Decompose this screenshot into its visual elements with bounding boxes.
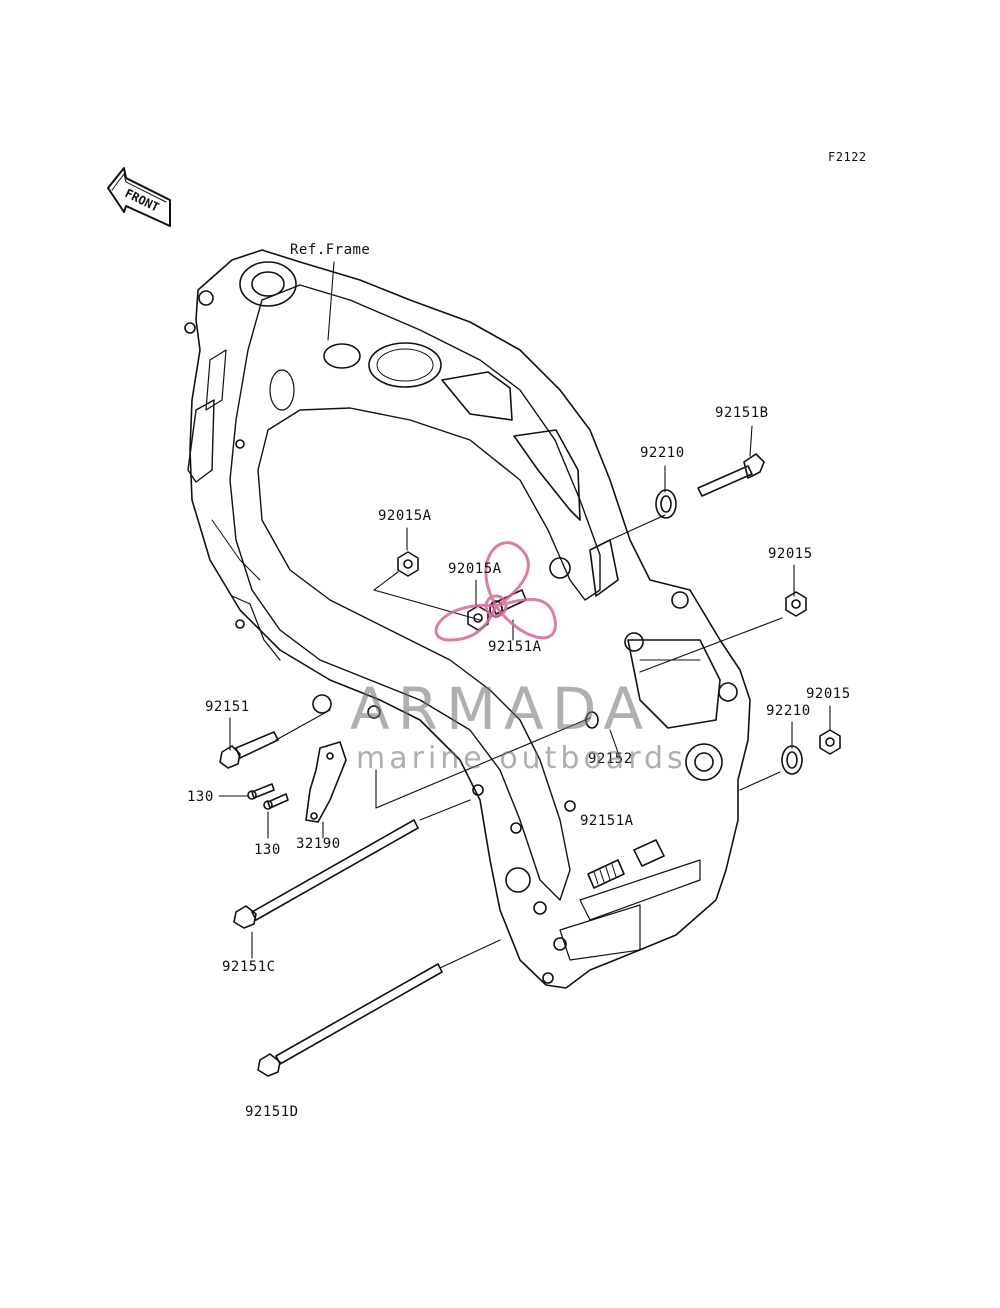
- part-label-92151A: 92151A: [488, 639, 542, 655]
- frame-reference-label: Ref.Frame: [290, 242, 371, 258]
- bolt-130-upper-icon: [247, 783, 275, 800]
- bolt-92151B-icon: [697, 453, 765, 497]
- part-label-92210: 92210: [640, 445, 685, 461]
- part-label-92151A-lower: 92151A: [580, 813, 634, 829]
- part-label-92015A: 92015A: [378, 508, 432, 524]
- part-label-92151: 92151: [205, 699, 250, 715]
- collar-92210-icon: [655, 489, 677, 519]
- part-label-130-lower: 130: [254, 842, 281, 858]
- part-label-92152: 92152: [588, 751, 633, 767]
- bolt-92151-icon: [219, 731, 279, 769]
- nut-92015A-icon: [397, 551, 419, 577]
- bolt-92151D-icon: [257, 963, 443, 1077]
- collar-92210-lower-icon: [781, 745, 803, 775]
- part-label-32190: 32190: [296, 836, 341, 852]
- frame: [184, 249, 751, 989]
- armada-logo-icon: [434, 541, 557, 642]
- bracket-32190-icon: [305, 741, 347, 823]
- bolt-130-lower-icon: [263, 793, 289, 810]
- part-label-92015-lower: 92015: [806, 686, 851, 702]
- bolt-92151C-icon: [233, 819, 419, 929]
- part-label-92210-lower: 92210: [766, 703, 811, 719]
- part-label-92151C: 92151C: [222, 959, 276, 975]
- front-arrow-icon: [107, 167, 171, 227]
- bolt-92151A-lower-icon: [587, 839, 665, 889]
- watermark-subtitle: marine outboards: [356, 741, 687, 776]
- diagram-code: F2122: [828, 150, 867, 164]
- nut-92015-icon: [785, 591, 807, 617]
- part-label-92015A-lower: 92015A: [448, 561, 502, 577]
- part-label-92151D: 92151D: [245, 1104, 299, 1120]
- part-label-92151B: 92151B: [715, 405, 769, 421]
- spacer-92152-icon: [585, 711, 599, 729]
- part-label-130-upper: 130: [187, 789, 214, 805]
- leader-lines: [218, 261, 831, 969]
- part-label-92015: 92015: [768, 546, 813, 562]
- watermark-title: ARMADA: [350, 675, 652, 743]
- nut-92015-lower-icon: [819, 729, 841, 755]
